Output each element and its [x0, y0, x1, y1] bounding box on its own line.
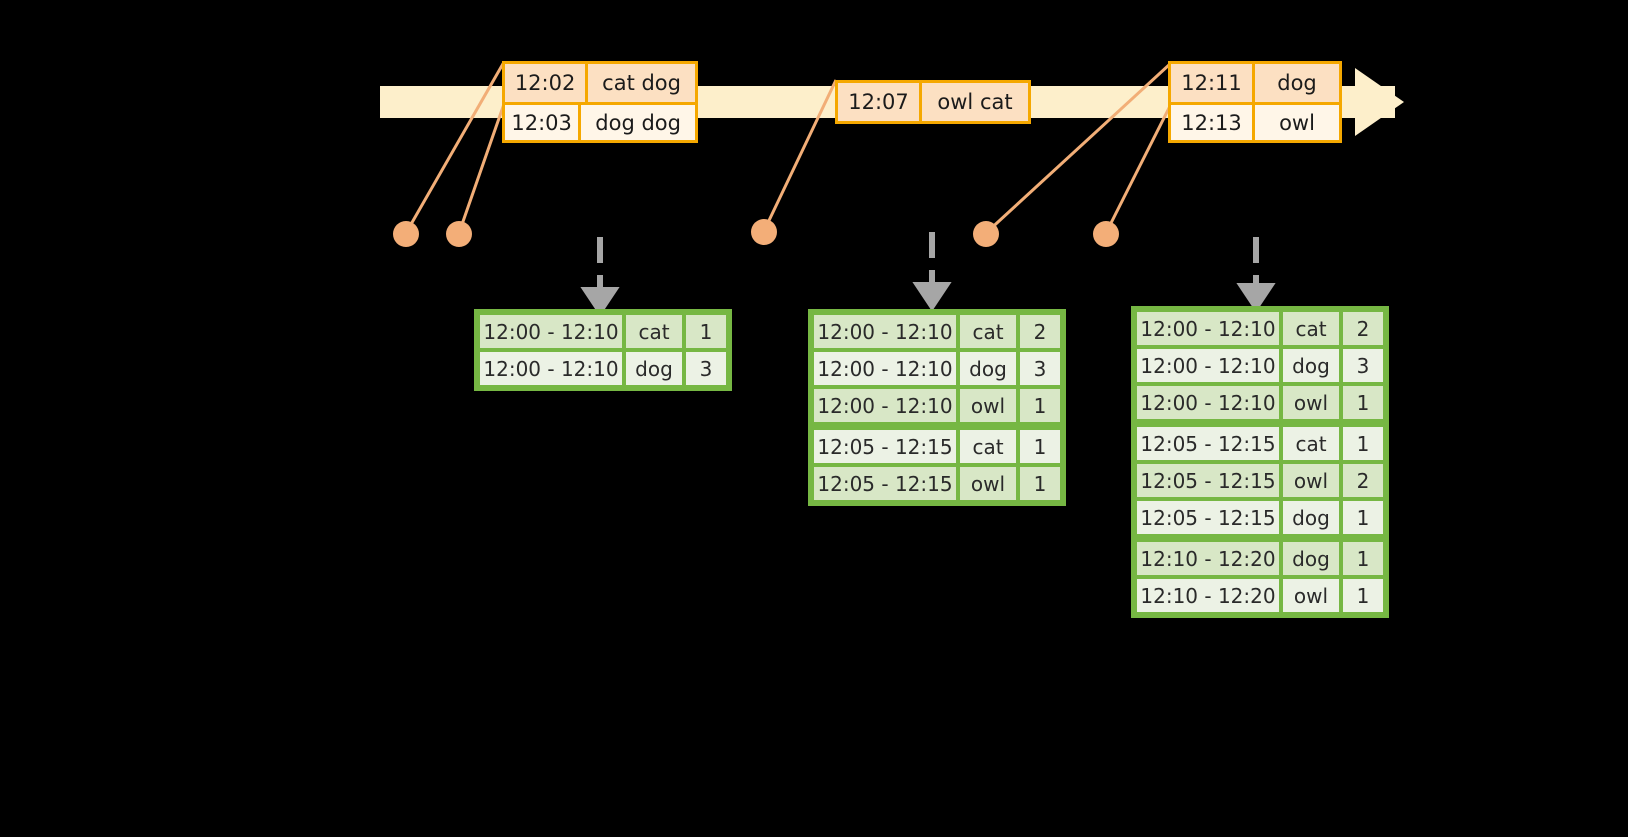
count-cell: 1: [1341, 577, 1385, 614]
key-cell: dog: [1281, 347, 1341, 384]
key-cell: owl: [958, 387, 1018, 424]
window-cell: 12:10 - 12:20: [1135, 540, 1281, 577]
event-time: 12:02: [505, 64, 589, 102]
key-cell: cat: [1281, 425, 1341, 462]
event-row: 12:03 dog dog: [505, 102, 695, 140]
count-cell: 3: [1341, 347, 1385, 384]
dashed-arrow-to-table-3: [1236, 237, 1276, 313]
key-cell: dog: [624, 350, 684, 387]
event-time: 12:03: [505, 105, 582, 140]
window-cell: 12:00 - 12:10: [478, 350, 624, 387]
event-dot-4: [973, 221, 999, 247]
event-time: 12:11: [1171, 64, 1255, 102]
event-dot-2: [446, 221, 472, 247]
count-cell: 1: [684, 313, 728, 350]
key-cell: cat: [1281, 310, 1341, 347]
key-cell: owl: [958, 465, 1018, 502]
window-cell: 12:10 - 12:20: [1135, 577, 1281, 614]
table-group-divider: [1135, 536, 1385, 540]
key-cell: owl: [1281, 384, 1341, 421]
count-cell: 1: [1341, 384, 1385, 421]
key-cell: dog: [1281, 540, 1341, 577]
window-cell: 12:00 - 12:10: [812, 350, 958, 387]
table-group-divider: [812, 424, 1062, 428]
key-cell: owl: [1281, 577, 1341, 614]
event-row: 12:13 owl: [1171, 102, 1339, 140]
window-cell: 12:00 - 12:10: [1135, 384, 1281, 421]
event-time: 12:07: [838, 83, 922, 121]
event-value: owl cat: [922, 83, 1028, 121]
window-cell: 12:05 - 12:15: [1135, 462, 1281, 499]
count-cell: 2: [1341, 462, 1385, 499]
count-cell: 2: [1018, 313, 1062, 350]
window-cell: 12:05 - 12:15: [1135, 499, 1281, 536]
count-cell: 1: [1341, 499, 1385, 536]
count-cell: 3: [684, 350, 728, 387]
event-dot-5: [1093, 221, 1119, 247]
key-cell: cat: [958, 428, 1018, 465]
window-cell: 12:00 - 12:10: [812, 387, 958, 424]
table-group-divider: [1135, 421, 1385, 425]
event-value: owl: [1255, 105, 1339, 140]
window-cell: 12:00 - 12:10: [478, 313, 624, 350]
key-cell: cat: [624, 313, 684, 350]
event-dot-1: [393, 221, 419, 247]
event-marker-dots: [393, 219, 1119, 247]
key-cell: cat: [958, 313, 1018, 350]
dashed-arrows: [580, 232, 1276, 317]
dashed-arrow-to-table-1: [580, 237, 620, 317]
key-cell: dog: [1281, 499, 1341, 536]
count-cell: 1: [1018, 465, 1062, 502]
window-cell: 12:05 - 12:15: [1135, 425, 1281, 462]
events-12-11-12-13: 12:11 dog 12:13 owl: [1168, 61, 1342, 143]
event-time: 12:13: [1171, 105, 1255, 140]
event-row: 12:11 dog: [1171, 64, 1339, 102]
count-cell: 1: [1341, 540, 1385, 577]
window-cell: 12:00 - 12:10: [1135, 347, 1281, 384]
event-value: dog: [1255, 64, 1339, 102]
count-cell: 2: [1341, 310, 1385, 347]
count-cell: 3: [1018, 350, 1062, 387]
window-cell: 12:05 - 12:15: [812, 465, 958, 502]
event-dot-3: [751, 219, 777, 245]
count-cell: 1: [1018, 387, 1062, 424]
event-value: cat dog: [588, 64, 695, 102]
events-12-07: 12:07 owl cat: [835, 80, 1031, 124]
window-cell: 12:05 - 12:15: [812, 428, 958, 465]
event-value: dog dog: [581, 105, 695, 140]
key-cell: owl: [1281, 462, 1341, 499]
window-cell: 12:00 - 12:10: [812, 313, 958, 350]
events-12-02-12-03: 12:02 cat dog 12:03 dog dog: [502, 61, 698, 143]
count-cell: 1: [1018, 428, 1062, 465]
event-row: 12:07 owl cat: [838, 83, 1028, 121]
window-cell: 12:00 - 12:10: [1135, 310, 1281, 347]
count-cell: 1: [1341, 425, 1385, 462]
event-row: 12:02 cat dog: [505, 64, 695, 102]
key-cell: dog: [958, 350, 1018, 387]
dashed-arrow-to-table-2: [912, 232, 952, 312]
